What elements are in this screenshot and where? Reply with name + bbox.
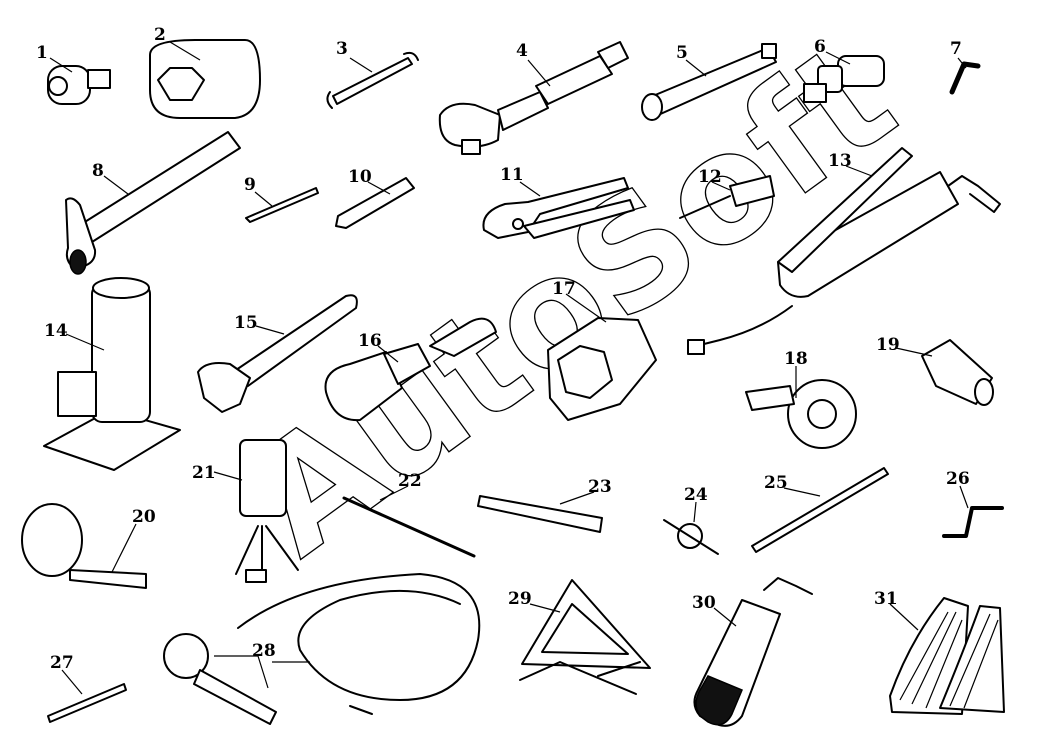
tool-pin-punch <box>245 187 319 223</box>
tool-crank-key <box>942 506 1004 538</box>
tool-grease-gun <box>687 147 1001 355</box>
callout-23: 23 <box>588 477 612 497</box>
callout-2: 2 <box>154 25 166 45</box>
tool-fire-extinguisher <box>693 577 813 727</box>
callout-18: 18 <box>784 349 808 369</box>
callout-21: 21 <box>192 463 216 483</box>
tool-hex-key <box>949 61 981 95</box>
callout-22: 22 <box>398 471 422 491</box>
tool-filter-strap-wrench <box>21 503 147 589</box>
callout-5: 5 <box>676 43 688 63</box>
tool-extension-bar <box>641 43 777 121</box>
callout-14: 14 <box>44 321 68 341</box>
callout-9: 9 <box>244 175 256 195</box>
tool-pry-bar <box>342 496 476 558</box>
tool-socket-adapter <box>47 65 111 105</box>
tool-open-end-wrench <box>326 51 419 109</box>
callout-20: 20 <box>132 507 156 527</box>
callout-24: 24 <box>684 485 708 505</box>
tool-chisel <box>335 177 415 229</box>
callout-25: 25 <box>764 473 788 493</box>
callout-15: 15 <box>234 313 258 333</box>
tool-bottle-jack <box>43 277 181 471</box>
callout-13: 13 <box>828 151 852 171</box>
callout-8: 8 <box>92 161 104 181</box>
callout-26: 26 <box>946 469 970 489</box>
tool-tyre-inflator <box>163 573 481 725</box>
callout-19: 19 <box>876 335 900 355</box>
callout-10: 10 <box>348 167 372 187</box>
callout-labels: 1 2 3 4 5 6 7 8 9 10 11 12 13 14 15 16 1… <box>36 25 970 673</box>
tool-spark-plug-socket <box>324 317 497 422</box>
callout-16: 16 <box>358 331 382 351</box>
tool-large-socket <box>149 39 261 119</box>
tool-screwdriver <box>679 175 775 219</box>
callout-7: 7 <box>950 39 962 59</box>
leader-lines <box>49 41 969 695</box>
tool-ratchet-handle <box>438 41 629 155</box>
callout-3: 3 <box>336 39 348 59</box>
tool-adjustable-wrench <box>197 294 358 413</box>
tool-plug-wrench <box>663 519 719 555</box>
tool-small-bar <box>47 683 127 723</box>
tool-oil-filter-socket <box>547 317 657 421</box>
callout-17: 17 <box>552 279 576 299</box>
callout-6: 6 <box>814 37 826 57</box>
tool-deep-socket <box>921 339 994 406</box>
callout-31: 31 <box>874 589 898 609</box>
callout-29: 29 <box>508 589 532 609</box>
tool-hub-nut-wrench <box>745 379 857 449</box>
callout-30: 30 <box>692 593 716 613</box>
tool-warning-triangle <box>519 579 651 695</box>
tool-water-pump-pliers <box>482 177 635 239</box>
tool-hammer <box>65 131 241 275</box>
callout-4: 4 <box>516 41 528 61</box>
callout-12: 12 <box>698 167 722 187</box>
tool-wheel-chocks <box>889 597 1005 715</box>
callout-27: 27 <box>50 653 74 673</box>
tool-work-lamp <box>235 439 299 583</box>
tool-extension-rod <box>751 467 889 553</box>
callout-28: 28 <box>252 641 276 661</box>
callout-1: 1 <box>36 43 48 63</box>
tool-tube-bar <box>477 495 603 533</box>
callout-11: 11 <box>500 165 524 185</box>
